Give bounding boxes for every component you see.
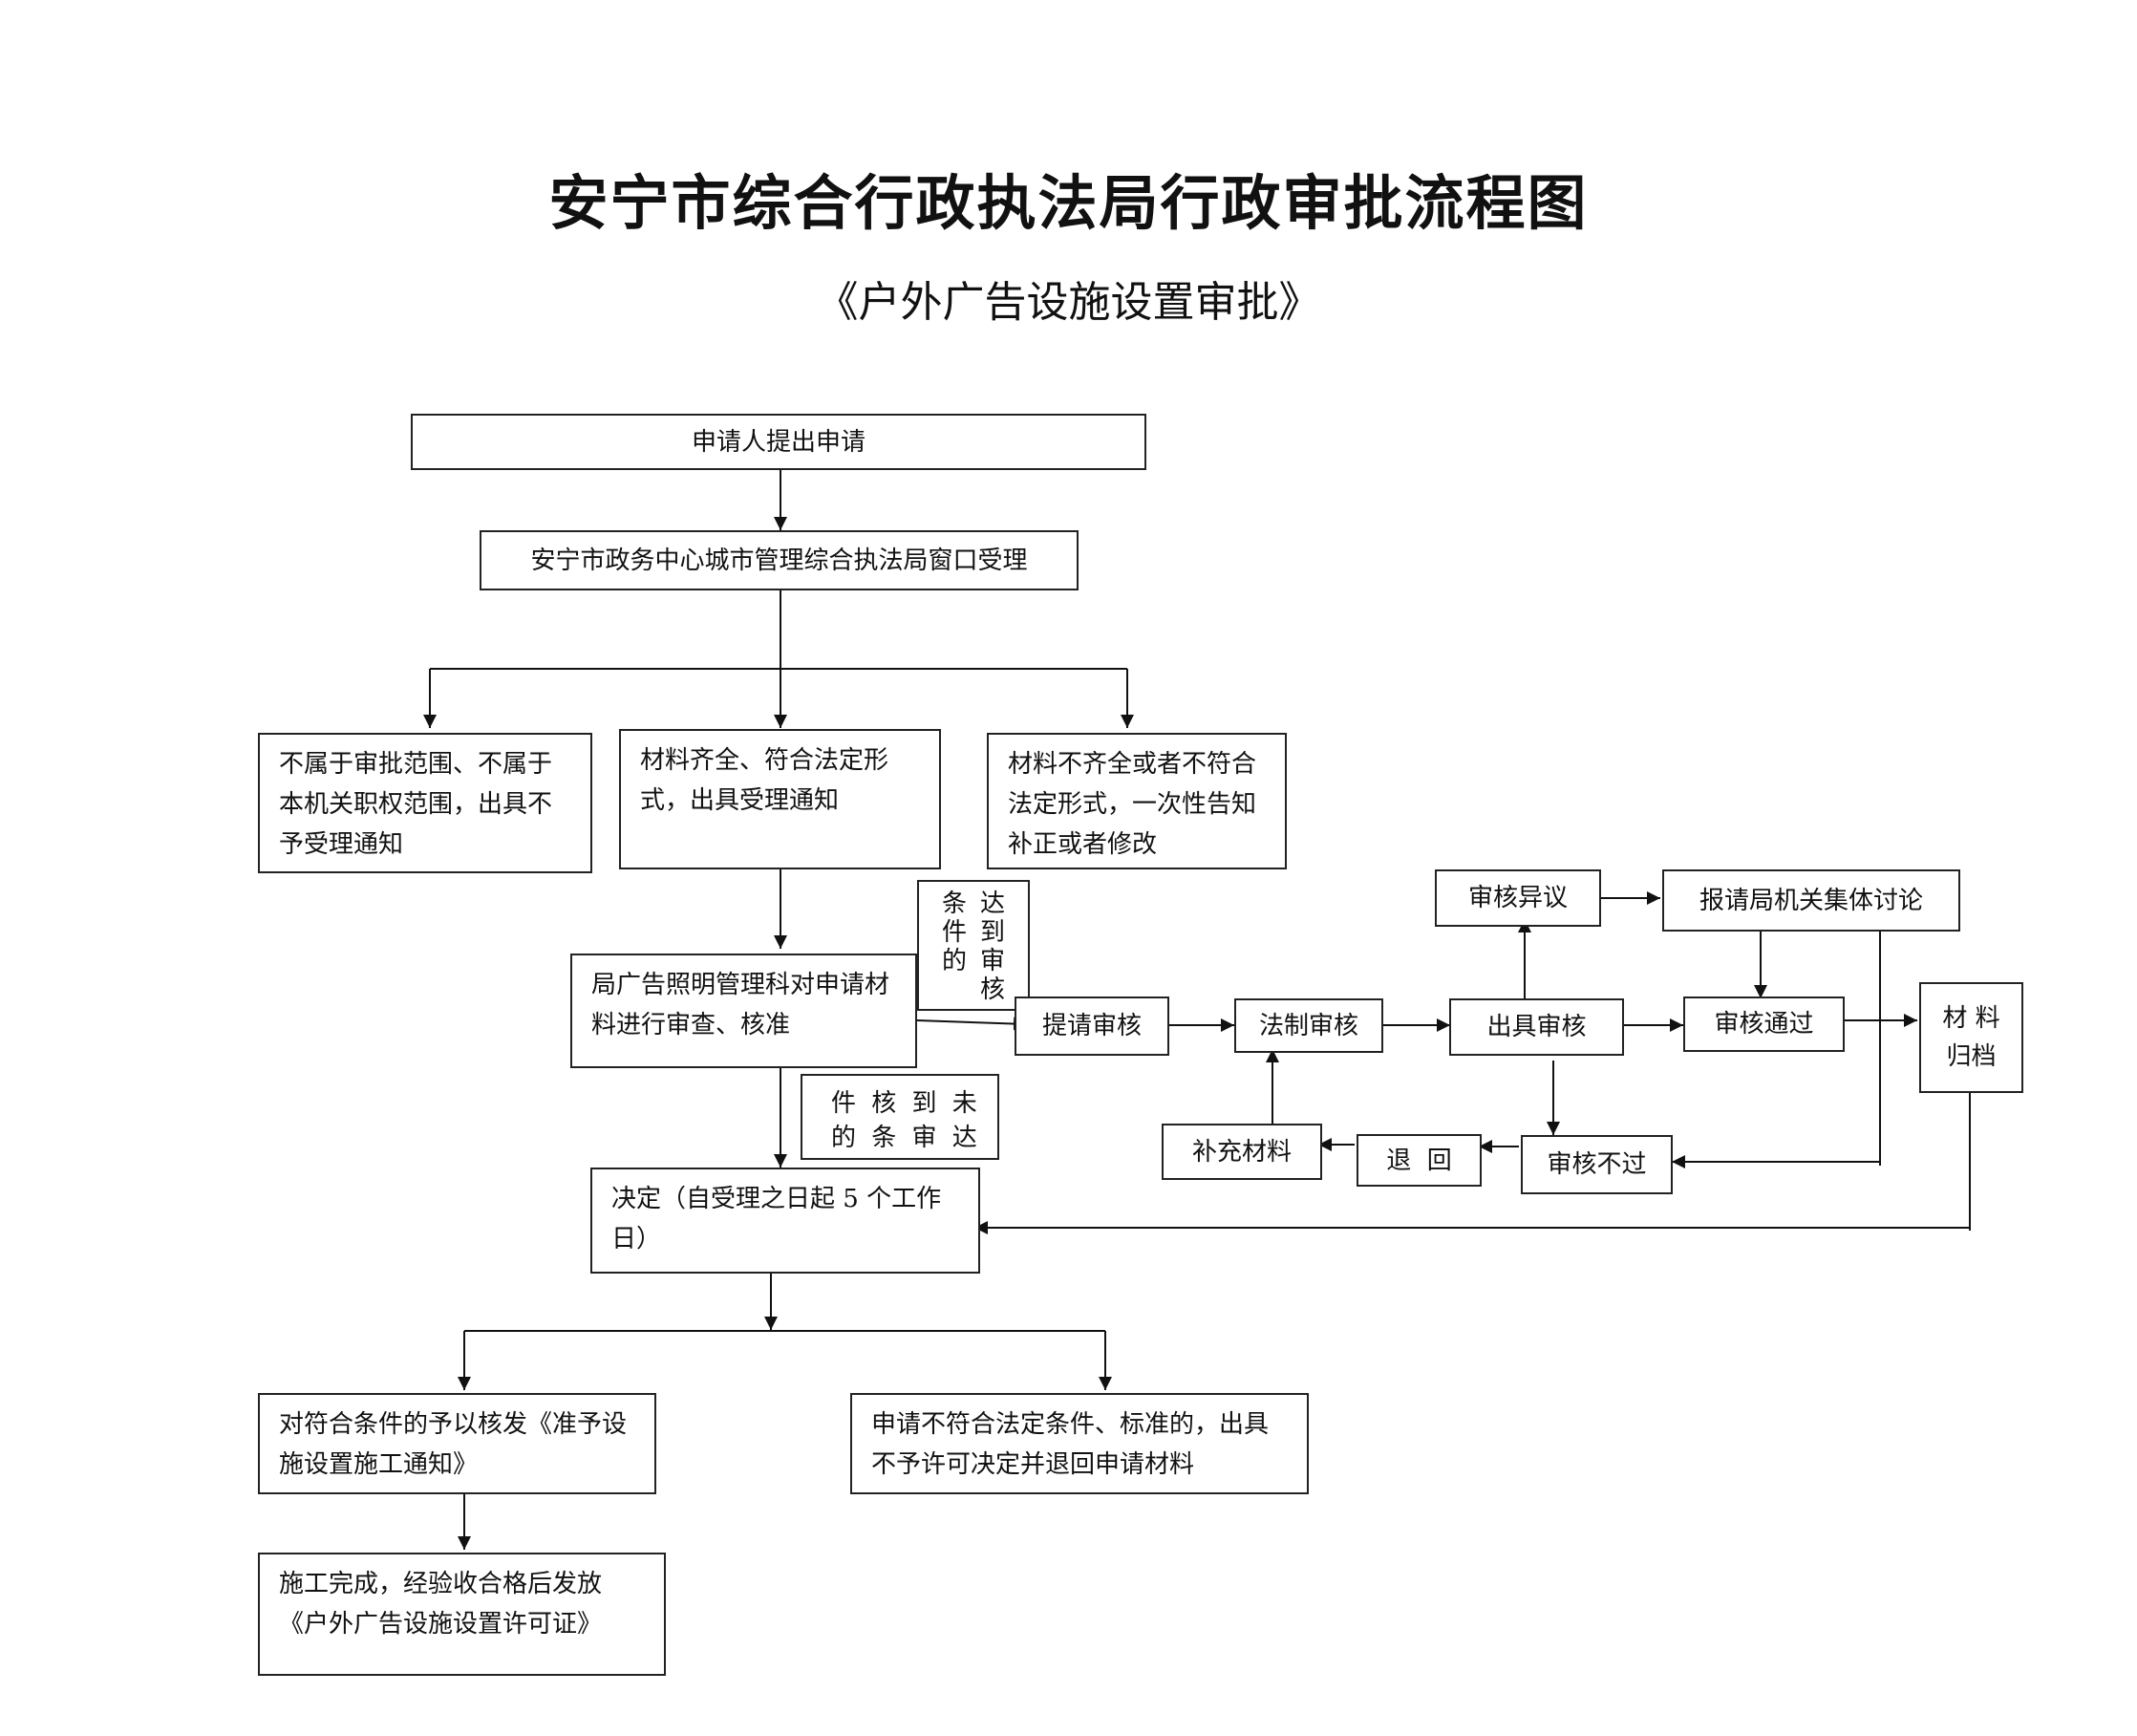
node-issue-review: 出具审核 [1449,998,1624,1056]
node-not-in-scope: 不属于审批范围、不属于本机关职权范围，出具不予受理通知 [258,733,592,873]
node-supplement-materials: 补充材料 [1162,1124,1322,1180]
node-submit-review: 提请审核 [1015,997,1169,1056]
node-apply: 申请人提出申请 [411,414,1146,470]
node-review: 局广告照明管理科对申请材料进行审查、核准 [570,954,917,1068]
page-title: 安宁市综合行政执法局行政审批流程图 [548,168,1589,238]
node-approve: 对符合条件的予以核发《准予设施设置施工通知》 [258,1393,656,1494]
node-reject: 申请不符合法定条件、标准的，出具不予许可决定并退回申请材料 [850,1393,1309,1494]
node-review-objection: 审核异议 [1435,869,1601,927]
node-complete-materials: 材料齐全、符合法定形式，出具受理通知 [619,729,941,869]
label-meets-col2: 达到审核 [979,889,1005,1004]
node-window-acceptance: 安宁市政务中心城市管理综合执法局窗口受理 [480,530,1079,590]
node-materials-archive: 材 料 归档 [1919,982,2023,1093]
node-decision: 决定（自受理之日起 5 个工作日） [590,1168,980,1274]
label-fails-row1: 件 核 到 未 [831,1089,981,1118]
node-review-failed: 审核不过 [1521,1135,1673,1194]
node-legal-review: 法制审核 [1234,998,1383,1053]
node-returned: 退 回 [1357,1134,1482,1187]
page-subtitle: 《户外广告设施设置审批》 [816,278,1321,327]
label-fails-review-box: 件 核 到 未 的 条 审 达 [801,1074,999,1160]
label-meets-review-box: 条件的 达到审核 [917,880,1030,1011]
label-fails-row2: 的 条 审 达 [831,1124,981,1152]
node-final-permit: 施工完成，经验收合格后发放《户外广告设施设置许可证》 [258,1553,666,1676]
label-meets-col1: 条件的 [941,889,967,975]
arrow-review-to-submit [916,1017,1028,1031]
node-review-passed: 审核通过 [1683,997,1845,1052]
node-incomplete-materials: 材料不齐全或者不符合法定形式，一次性告知补正或者修改 [987,733,1287,869]
node-collective-discussion: 报请局机关集体讨论 [1662,869,1960,932]
